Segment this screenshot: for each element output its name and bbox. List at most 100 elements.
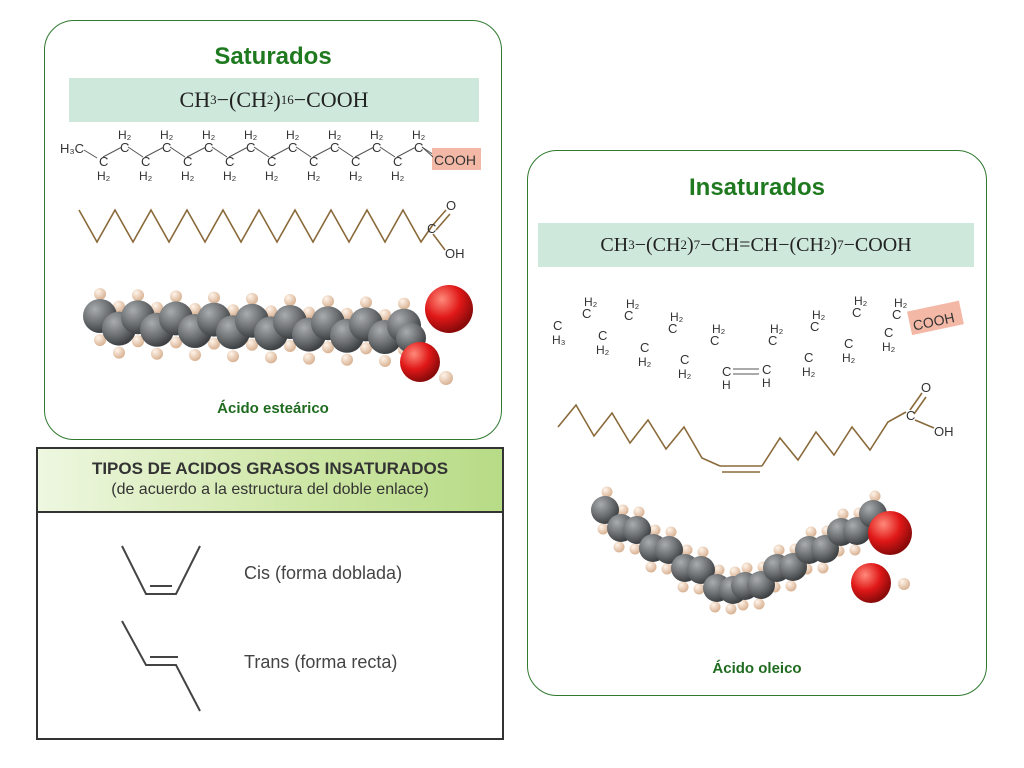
hydrogen-atom — [322, 295, 334, 308]
trans-bond-shape — [121, 620, 201, 712]
hydrogen-atom — [246, 292, 258, 305]
sat-bond — [421, 146, 434, 158]
hydrogen-atom — [693, 583, 705, 595]
insat-h-label: H — [722, 378, 731, 392]
sat-c-top: C — [288, 140, 297, 155]
sat-c-top: C — [372, 140, 381, 155]
insat-c-top: C — [810, 319, 819, 334]
formula-part: −COOH — [843, 233, 912, 256]
hydrogen-atom — [645, 561, 657, 573]
formula-sub: 2 — [680, 237, 687, 252]
formula-sub: 2 — [266, 92, 274, 107]
sat-bond — [83, 149, 98, 159]
insat-h2-top: H₂ — [584, 295, 598, 309]
hydrogen-atom — [741, 562, 753, 574]
insat-c-bottom: C — [884, 325, 893, 340]
insat-skeletal-o: O — [921, 380, 931, 395]
insat-c-top: C — [768, 333, 777, 348]
insat-h2-top: H₂ — [712, 322, 726, 336]
sat-h2-top: H₂ — [244, 128, 258, 142]
sat-h2-bottom: H₂ — [307, 169, 321, 183]
hydrogen-atom — [898, 578, 910, 590]
sat-h3c-label: H₃C — [60, 141, 84, 156]
hydrogen-atom — [849, 544, 861, 556]
sat-bond — [127, 146, 144, 158]
sat-cooh-highlight — [432, 148, 481, 170]
sat-h2-top: H₂ — [412, 128, 426, 142]
oxygen-atom — [425, 285, 473, 333]
hydrogen-atom — [785, 580, 797, 592]
tipos-subtitle: (de acuerdo a la estructura del doble en… — [111, 481, 429, 498]
formula-sub: 7 — [693, 237, 701, 252]
hydrogen-atom — [617, 504, 629, 516]
insaturados-caption: Ácido oleico — [712, 660, 802, 677]
hydrogen-atom — [677, 581, 689, 593]
sat-h2-top: H₂ — [328, 128, 342, 142]
hydrogen-atom — [725, 603, 737, 615]
carbon-atom — [623, 516, 651, 544]
sat-h2-bottom: H₂ — [97, 169, 111, 183]
tipos-header: TIPOS DE ACIDOS GRASOS INSATURADOS (de a… — [38, 449, 502, 513]
insaturados-space-filling-model — [591, 486, 912, 615]
hydrogen-atom — [633, 506, 645, 518]
hydrogen-atom — [379, 309, 391, 321]
formula-part: −(CH — [216, 87, 267, 112]
insat-h2-top: H₂ — [670, 310, 684, 324]
hydrogen-atom — [227, 304, 239, 317]
formula-sub: 16 — [280, 92, 294, 107]
sat-c-bottom: C — [225, 154, 234, 169]
sat-c-top: C — [330, 140, 339, 155]
sat-skeletal-o: O — [446, 198, 456, 213]
hydrogen-atom — [94, 288, 106, 300]
insaturados-skeletal-chain — [557, 403, 721, 467]
sat-h2-bottom: H₂ — [349, 169, 363, 183]
insat-c-top: C — [852, 305, 861, 320]
oxygen-atom — [868, 511, 912, 555]
sat-cooh-label: COOH — [434, 152, 476, 168]
formula-part: ) — [686, 233, 694, 256]
sat-bond — [169, 146, 186, 158]
carbon-atom — [591, 496, 619, 524]
hydrogen-atom — [597, 523, 609, 535]
hydrogen-atom — [737, 599, 749, 611]
insat-h2-top: H₂ — [894, 296, 908, 310]
hydrogen-atom — [284, 340, 296, 352]
hydrogen-atom — [869, 490, 881, 502]
sat-h2-top: H₂ — [160, 128, 174, 142]
sat-bond — [312, 146, 333, 158]
hydrogen-atom — [113, 346, 125, 359]
insat-c-top: C — [892, 307, 901, 322]
hydrogen-atom — [379, 355, 391, 367]
insat-h2-top: H₂ — [854, 294, 868, 308]
insaturados-title: Insaturados — [688, 174, 826, 201]
hydrogen-atom — [132, 335, 144, 348]
sat-h2-bottom: H₂ — [223, 169, 237, 183]
hydrogen-atom — [601, 486, 613, 498]
insat-h2-bottom: H₂ — [678, 367, 692, 381]
hydrogen-atom — [681, 544, 693, 556]
sat-c-bottom: C — [393, 154, 402, 169]
saturados-skeletal-chain — [78, 208, 433, 244]
hydrogen-atom — [398, 297, 410, 310]
insaturados-skeletal-chain-2 — [761, 411, 907, 467]
hydrogen-atom — [189, 303, 201, 315]
sat-co-double-2 — [435, 213, 451, 231]
insat-h2-top: H₂ — [812, 308, 826, 322]
hydrogen-atom — [709, 601, 721, 613]
insat-h3-label: H₃ — [552, 333, 566, 347]
hydrogen-atom — [773, 544, 785, 556]
oxygen-atom — [400, 342, 440, 382]
hydrogen-atom — [265, 351, 277, 364]
sat-c-bottom: C — [183, 154, 192, 169]
hydrogen-atom — [613, 541, 625, 553]
sat-bond — [337, 146, 354, 158]
hydrogen-atom — [94, 334, 106, 346]
insat-c-bottom: C — [762, 362, 771, 377]
formula-sub: 3 — [210, 92, 217, 107]
formula-part: −COOH — [293, 87, 369, 112]
insat-co-double-2 — [913, 396, 927, 415]
